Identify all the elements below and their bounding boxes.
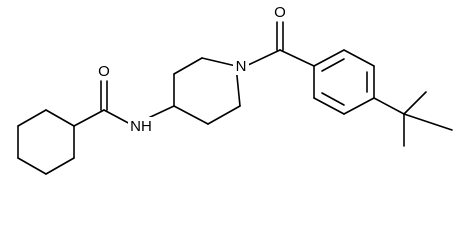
bond-ring-to-carbonyl xyxy=(73,109,105,127)
piperidine-nitrogen-label: N xyxy=(236,58,247,75)
ketone-oxygen-label: O xyxy=(274,4,286,21)
bond-tbutyl-methyl-up xyxy=(403,91,427,115)
bond-benzene-to-tbutyl xyxy=(373,97,405,115)
bond-n-to-ketone xyxy=(245,49,281,67)
structure-diagram: O NH N O xyxy=(17,3,453,175)
bond-cyclohexane-1 xyxy=(45,109,75,127)
bond-piperidine-5 xyxy=(207,105,241,125)
bond-ketone-to-benzene xyxy=(279,49,315,67)
bond-cyclohexane-4 xyxy=(17,157,47,175)
bond-benzene-inner-1 xyxy=(321,58,345,72)
amide-nitrogen-label: NH xyxy=(130,118,152,135)
amide-oxygen-label: O xyxy=(98,63,110,80)
bond-benzene-1 xyxy=(313,49,345,67)
bond-benzene-4 xyxy=(343,97,375,115)
bond-cyclohexane-3 xyxy=(45,157,75,175)
bond-piperidine-2 xyxy=(173,57,203,75)
bond-benzene-inner-3 xyxy=(321,92,345,106)
bond-piperidine-3 xyxy=(201,57,237,67)
bond-benzene-2 xyxy=(343,49,375,67)
bond-tbutyl-methyl-right xyxy=(403,113,453,131)
bond-cyclohexane-6 xyxy=(17,109,47,127)
bond-piperidine-6 xyxy=(173,105,209,125)
bonds xyxy=(17,21,453,175)
bond-benzene-5 xyxy=(313,97,345,115)
atom-labels: O NH N O xyxy=(96,3,288,135)
